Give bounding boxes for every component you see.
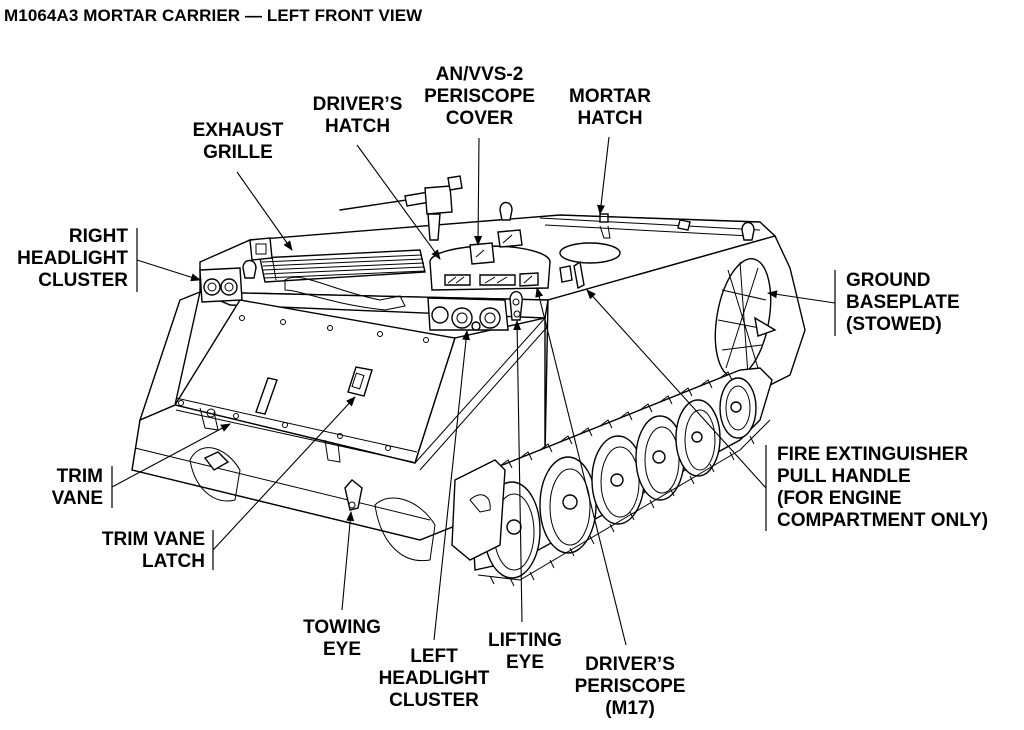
- label-left-headlight-cluster: LEFT HEADLIGHT CLUSTER: [378, 646, 490, 711]
- vehicle-hull: [131, 214, 806, 562]
- leader-right-headlight: [136, 259, 201, 282]
- leader-trim-vane: [111, 423, 231, 488]
- label-exhaust-grille: EXHAUST GRILLE: [192, 120, 284, 163]
- fire-extinguisher-pull-handle: [573, 260, 585, 290]
- periscope-cover: [469, 229, 523, 265]
- label-drivers-hatch: DRIVER’S HATCH: [312, 94, 403, 137]
- leader-left-headlight: [433, 330, 471, 641]
- leader-exhaust-grille: [236, 171, 293, 251]
- label-trim-vane-latch: TRIM VANE LATCH: [101, 529, 205, 572]
- label-towing-eye: TOWING EYE: [303, 617, 381, 660]
- leader-towing-eye: [341, 511, 355, 611]
- exhaust-grille: [259, 249, 426, 283]
- leader-ground-baseplate: [767, 290, 836, 304]
- leader-lifting-eye: [513, 320, 523, 623]
- label-trim-vane: TRIM VANE: [51, 466, 103, 509]
- figure-title: M1064A3 MORTAR CARRIER — LEFT FRONT VIEW: [4, 6, 423, 25]
- leader-drivers-periscope: [535, 287, 627, 646]
- label-drivers-periscope: DRIVER’S PERISCOPE (M17): [574, 654, 686, 719]
- leader-drivers-hatch: [356, 144, 441, 260]
- trim-vane-latch: [347, 366, 373, 397]
- leader-periscope-cover: [474, 137, 483, 246]
- lifting-eye: [509, 291, 523, 321]
- callout-leaders: [111, 136, 836, 646]
- pioneer-tool: [284, 276, 406, 311]
- right-headlight-cluster: [199, 267, 243, 303]
- label-periscope-cover: AN/VVS-2 PERISCOPE COVER: [424, 64, 535, 129]
- track-assembly: [451, 367, 773, 587]
- leader-fire-extinguisher: [586, 289, 767, 489]
- label-mortar-hatch: MORTAR HATCH: [569, 86, 651, 129]
- leader-trim-vane-latch: [212, 396, 356, 551]
- mortar-hatch: [539, 213, 761, 264]
- road-wheels: [483, 377, 757, 579]
- label-lifting-eye: LIFTING EYE: [488, 630, 562, 673]
- label-right-headlight-cluster: RIGHT HEADLIGHT CLUSTER: [17, 226, 128, 291]
- trim-vane-bolts: [178, 315, 429, 451]
- left-headlight-cluster: [427, 297, 509, 331]
- ground-baseplate: [714, 258, 777, 378]
- label-ground-baseplate: GROUND BASEPLATE (STOWED): [846, 270, 960, 335]
- machine-gun: [339, 175, 463, 241]
- label-fire-extinguisher-pull-handle: FIRE EXTINGUISHER PULL HANDLE (FOR ENGIN…: [777, 444, 989, 531]
- top-deck-detail: [199, 175, 777, 378]
- trim-vane-handle: [255, 377, 278, 415]
- leader-mortar-hatch: [597, 136, 610, 215]
